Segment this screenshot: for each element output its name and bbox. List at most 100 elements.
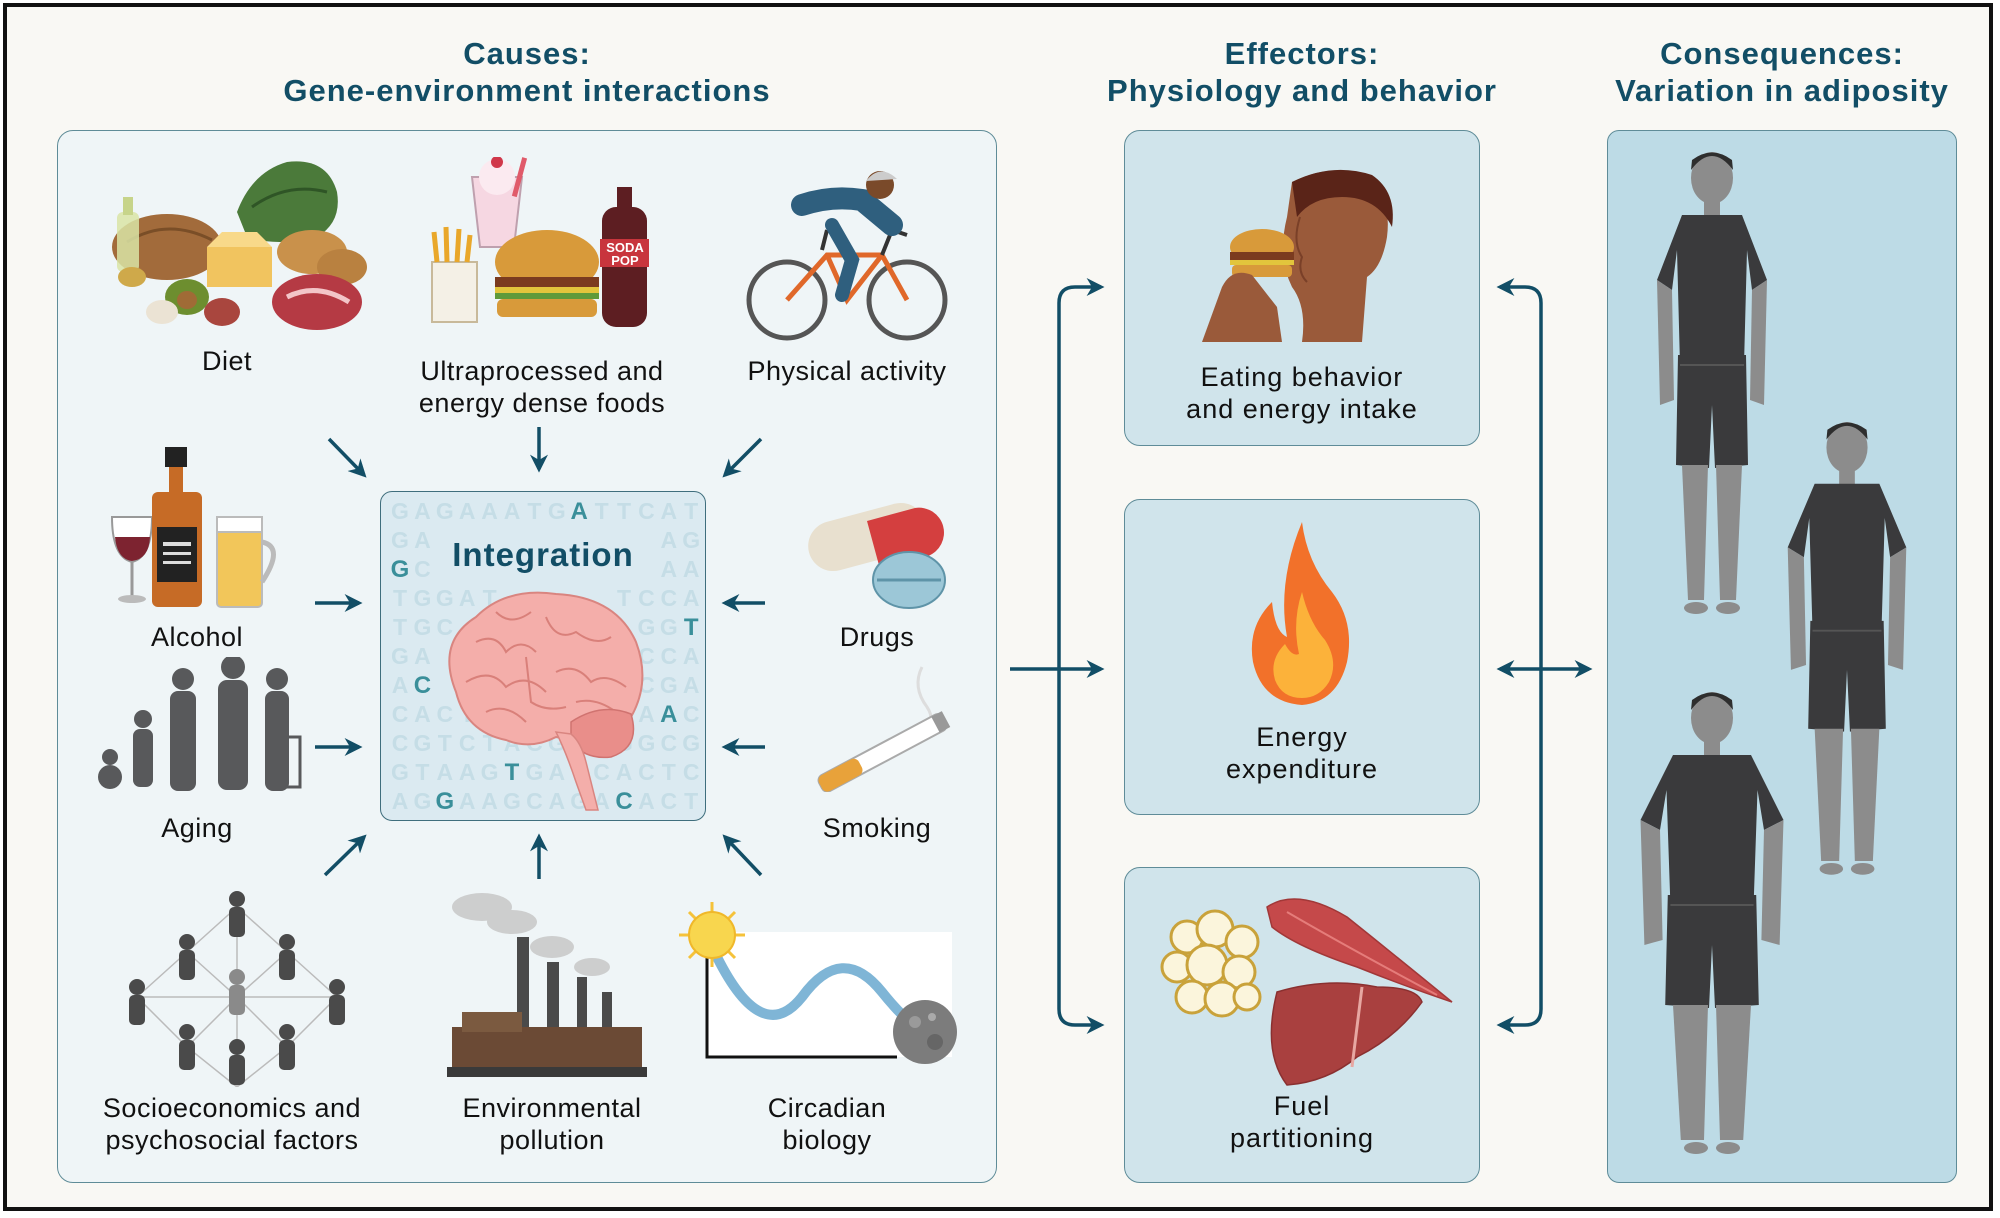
dna-base: A	[548, 788, 566, 814]
fuel-label-line1: Fuel	[1273, 1091, 1331, 1121]
body-figures-icon	[1640, 152, 1907, 1154]
dna-base: A	[660, 556, 678, 582]
flame-icon	[1251, 522, 1350, 705]
dna-base: G	[413, 614, 432, 640]
dna-base: T	[594, 498, 609, 524]
drugs-label: Drugs	[839, 622, 915, 652]
dna-base: G	[547, 498, 566, 524]
dna-base: C	[660, 585, 678, 611]
eating-behavior-label: Eating behavior and energy intake	[1124, 361, 1480, 425]
effectors-right-bracket	[1496, 278, 1543, 1034]
dna-base: C	[660, 643, 678, 669]
dna-base: G	[480, 759, 499, 785]
dna-base: C	[638, 585, 655, 611]
pollution-label-line1: Environmental	[462, 1093, 642, 1123]
factory-icon	[447, 893, 647, 1077]
circadian-label-line1: Circadian	[767, 1093, 887, 1123]
dna-base: C	[414, 556, 431, 582]
person-eating-burger-icon	[1202, 169, 1393, 342]
dna-base: G	[413, 585, 432, 611]
dna-base: A	[481, 788, 498, 814]
dna-base: C	[682, 759, 700, 785]
physical-activity-label: Physical activity	[747, 356, 947, 386]
dna-base: C	[682, 701, 700, 727]
causes-heading: Causes: Gene-environment interactions	[207, 35, 847, 109]
dna-base: G	[659, 672, 678, 698]
body-figure	[1640, 692, 1784, 1154]
dna-base: G	[391, 643, 409, 669]
dna-base: T	[684, 498, 699, 524]
ultraprocessed-label: Ultraprocessed and energy dense foods	[387, 355, 697, 419]
dna-base: C	[638, 759, 655, 785]
dna-base: C	[436, 701, 454, 727]
dna-base: A	[615, 759, 633, 785]
causes-heading-line1: Causes:	[463, 36, 591, 71]
fuel-label-line2: partitioning	[1229, 1123, 1375, 1153]
food-icon	[112, 161, 367, 330]
socioeconomics-label: Socioeconomics and psychosocial factors	[82, 1092, 382, 1156]
social-network-icon	[129, 891, 345, 1087]
dna-base: A	[414, 527, 431, 553]
fuel-partitioning-label: Fuel partitioning	[1124, 1090, 1480, 1154]
alcohol-icon	[110, 447, 276, 608]
svg-text:POP: POP	[611, 253, 639, 268]
pill-icon	[808, 502, 946, 609]
arrows-layer	[315, 278, 1593, 1034]
ultraprocessed-label-line1: Ultraprocessed and	[420, 356, 664, 386]
dna-base: A	[638, 788, 655, 814]
dna-base: G	[503, 788, 521, 814]
dna-base: T	[527, 498, 542, 524]
dna-base: G	[391, 498, 409, 524]
dna-base: A	[391, 788, 409, 814]
consequences-heading: Consequences: Variation in adiposity	[1567, 35, 1997, 109]
alcohol-label: Alcohol	[150, 622, 244, 652]
aging-people-icon	[98, 657, 302, 791]
dna-base: A	[391, 672, 409, 698]
socioeconomics-label-line1: Socioeconomics and	[102, 1093, 362, 1123]
dna-base: A	[682, 672, 700, 698]
dna-base: A	[660, 527, 678, 553]
socioeconomics-label-line2: psychosocial factors	[105, 1125, 359, 1155]
dna-base: G	[682, 730, 701, 756]
eating-label-line1: Eating behavior	[1200, 362, 1404, 392]
dna-base: A	[414, 643, 431, 669]
dna-base: C	[391, 701, 409, 727]
effectors-left-bracket	[1057, 278, 1105, 1034]
dna-base-highlighted: G	[435, 788, 455, 815]
dna-base: A	[414, 701, 431, 727]
brain-icon	[448, 591, 644, 811]
expenditure-label-line2: expenditure	[1225, 754, 1379, 784]
dna-base: C	[436, 614, 454, 640]
expenditure-label-line1: Energy	[1256, 722, 1348, 752]
effectors-heading-line2: Physiology and behavior	[1107, 73, 1497, 108]
arrow-physical-activity	[722, 437, 763, 478]
dna-base: C	[660, 730, 678, 756]
dna-base: A	[414, 498, 431, 524]
dna-base: C	[593, 759, 610, 785]
pollution-label-line2: pollution	[499, 1125, 605, 1155]
dna-base: A	[481, 498, 498, 524]
dna-base: G	[435, 498, 454, 524]
diet-label: Diet	[201, 346, 252, 376]
dna-base: G	[682, 527, 701, 553]
sun-moon-icon	[679, 902, 957, 1064]
dna-base: T	[616, 498, 632, 524]
dna-base: A	[548, 759, 566, 785]
dna-base: G	[391, 759, 409, 785]
fat-muscle-liver-icon	[1160, 898, 1453, 1086]
dna-base: T	[392, 585, 408, 611]
dna-base: G	[413, 730, 432, 756]
dna-base: C	[526, 788, 543, 814]
dna-base: T	[392, 614, 408, 640]
dna-base: C	[391, 730, 409, 756]
dna-base: A	[458, 788, 476, 814]
dna-base: A	[436, 759, 454, 785]
aging-label: Aging	[161, 813, 233, 843]
body-figure	[1787, 421, 1907, 875]
dna-base: A	[682, 585, 700, 611]
dna-base: T	[661, 759, 676, 785]
dna-base: C	[638, 498, 655, 524]
dna-base: G	[525, 759, 544, 785]
ultraprocessed-label-line2: energy dense foods	[418, 388, 666, 418]
